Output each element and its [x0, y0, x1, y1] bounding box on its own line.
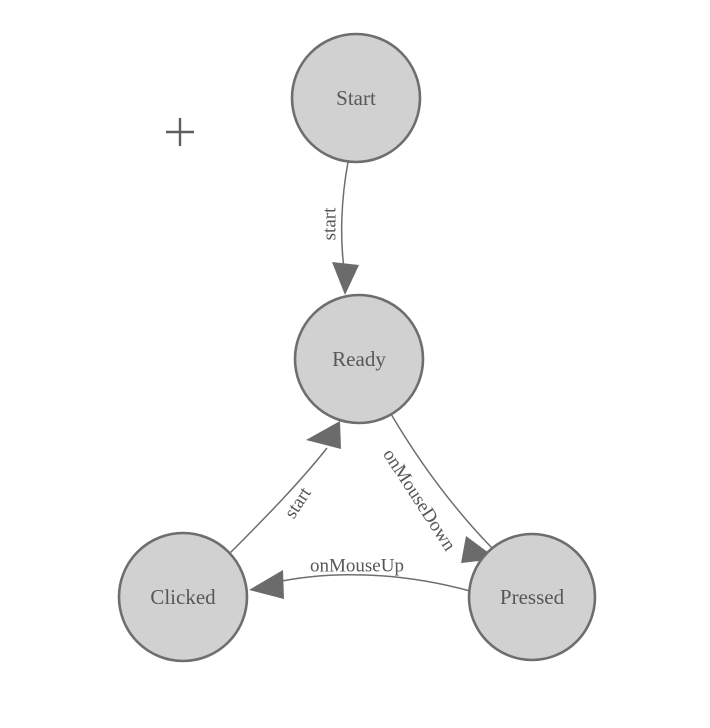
crosshair-icon	[166, 118, 194, 146]
node-ready-circle[interactable]	[293, 293, 425, 425]
edge-label-clicked-to-ready: start	[280, 483, 316, 522]
edge-label-start-to-ready: start	[320, 207, 341, 240]
edge-start-to-ready-line	[340, 161, 349, 269]
node-pressed-circle[interactable]	[467, 532, 597, 662]
node-ready[interactable]: Ready	[293, 293, 425, 425]
node-pressed[interactable]: Pressed	[467, 532, 597, 662]
node-start[interactable]: Start	[290, 32, 422, 164]
edge-pressed-to-clicked[interactable]: onMouseUp	[249, 556, 471, 600]
edge-pressed-to-clicked-arrowhead	[249, 570, 284, 599]
edge-ready-to-pressed[interactable]: onMouseDown	[378, 413, 497, 563]
node-start-label: Start	[336, 86, 376, 110]
edge-ready-to-pressed-line	[390, 413, 493, 549]
node-pressed-label: Pressed	[500, 585, 565, 609]
node-start-circle[interactable]	[290, 32, 422, 164]
edge-start-to-ready[interactable]: start	[320, 161, 360, 295]
edge-pressed-to-clicked-line	[271, 573, 471, 592]
edge-clicked-to-ready-line	[229, 447, 328, 554]
edge-label-ready-to-pressed: onMouseDown	[378, 445, 460, 555]
edge-start-to-ready-arrowhead	[332, 262, 359, 295]
edge-label-pressed-to-clicked: onMouseUp	[310, 556, 404, 577]
edge-clicked-to-ready[interactable]: start	[229, 421, 341, 554]
node-clicked-label: Clicked	[150, 585, 216, 609]
node-clicked-circle[interactable]	[117, 531, 249, 663]
node-ready-label: Ready	[332, 347, 386, 371]
edge-clicked-to-ready-arrowhead	[306, 421, 341, 449]
node-clicked[interactable]: Clicked	[117, 531, 249, 663]
